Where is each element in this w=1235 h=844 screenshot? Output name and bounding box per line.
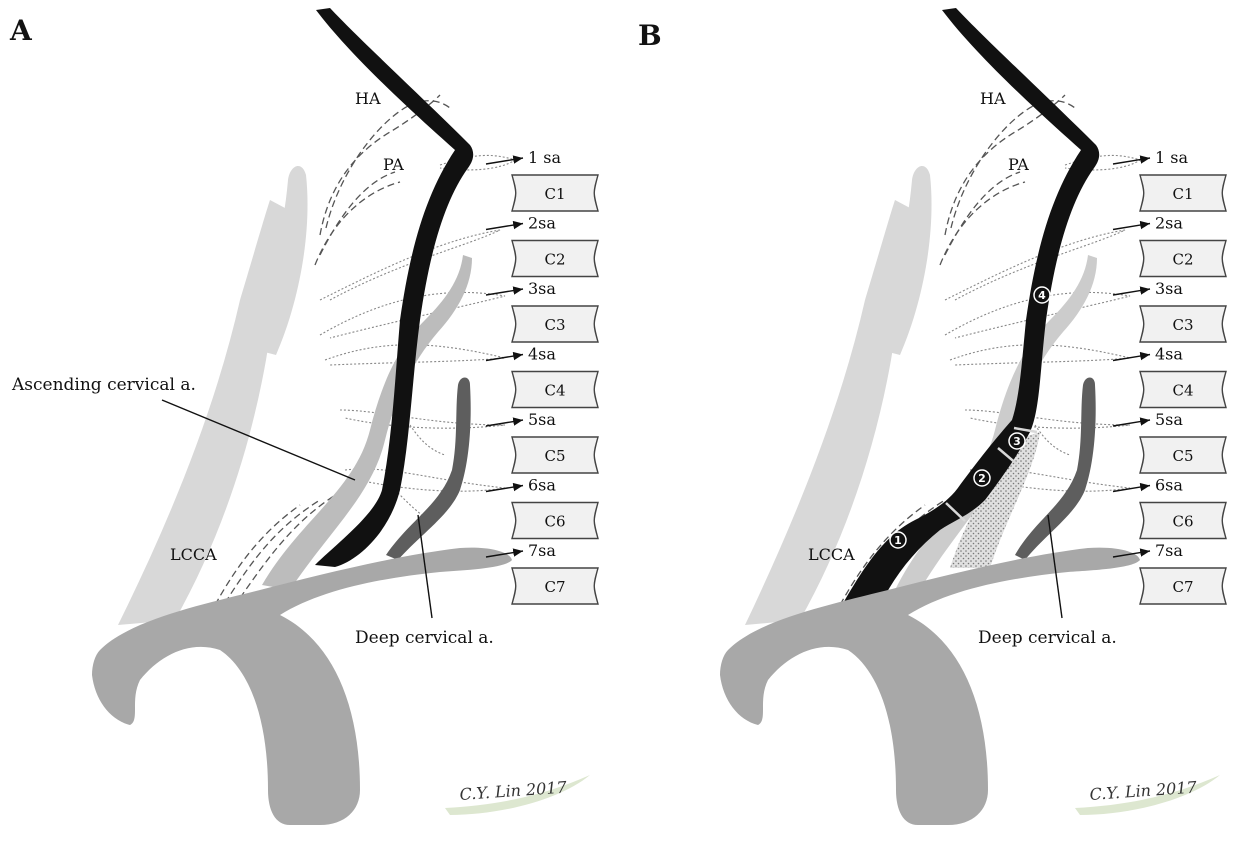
vertebra-label: C4 xyxy=(544,382,565,400)
segmental-arrow xyxy=(1113,355,1150,361)
lcca-label: LCCA xyxy=(808,545,855,564)
vertebra-label: C6 xyxy=(544,513,565,531)
vertebra-label: C4 xyxy=(1172,382,1193,400)
segment-1-label: 1 xyxy=(894,534,902,547)
segmental-arrow xyxy=(486,224,523,230)
segmental-arrow xyxy=(1113,420,1150,426)
vertebra-label: C1 xyxy=(1172,185,1193,203)
segmental-artery-label: 5sa xyxy=(1155,410,1183,429)
vertebra-label: C5 xyxy=(544,447,565,465)
segmental-artery-label: 3sa xyxy=(528,279,556,298)
segmental-artery-label: 6sa xyxy=(528,476,556,495)
pa-label: PA xyxy=(383,155,404,174)
ascending-cervical-label: Ascending cervical a. xyxy=(11,375,196,395)
vertebra-label: C3 xyxy=(544,316,565,334)
vertebra-label: C7 xyxy=(544,578,565,596)
vertebra-label: C5 xyxy=(1172,447,1193,465)
vertebra-label: C7 xyxy=(1172,578,1193,596)
segmental-artery-label: 7sa xyxy=(1155,541,1183,560)
segment-2-label: 2 xyxy=(978,472,986,485)
segmental-artery-label: 1 sa xyxy=(528,148,561,167)
segmental-arrow xyxy=(486,486,523,492)
vertebra-label: C1 xyxy=(544,185,565,203)
deep-cervical-label: Deep cervical a. xyxy=(978,628,1117,648)
segmental-artery-label: 2sa xyxy=(528,214,556,233)
vertebra-label: C3 xyxy=(1172,316,1193,334)
segmental-arrow xyxy=(1113,224,1150,230)
panel-b: B xyxy=(638,8,1226,825)
segmental-artery-label: 5sa xyxy=(528,410,556,429)
vertebra-label: C2 xyxy=(1172,251,1193,269)
segmental-arrow xyxy=(486,289,523,295)
segmental-artery-label: 6sa xyxy=(1155,476,1183,495)
panel-letter: A xyxy=(9,14,33,47)
ha-label: HA xyxy=(980,89,1006,108)
signature: C.Y. Lin 2017 xyxy=(459,777,568,803)
panel-letter: B xyxy=(638,19,662,52)
segmental-artery-label: 7sa xyxy=(528,541,556,560)
deep-cervical-label: Deep cervical a. xyxy=(355,628,494,648)
vertebra-label: C6 xyxy=(1172,513,1193,531)
pa-label: PA xyxy=(1008,155,1029,174)
lcca-label: LCCA xyxy=(170,545,217,564)
segmental-arrow xyxy=(1113,158,1150,164)
vertebra-label: C2 xyxy=(544,251,565,269)
segmental-artery-label: 3sa xyxy=(1155,279,1183,298)
segmental-artery-label: 2sa xyxy=(1155,214,1183,233)
signature: C.Y. Lin 2017 xyxy=(1089,777,1198,803)
segmental-arrow xyxy=(1113,289,1150,295)
segmental-artery-label: 4sa xyxy=(1155,345,1183,364)
segment-3-label: 3 xyxy=(1013,435,1021,448)
segmental-artery-label: 1 sa xyxy=(1155,148,1188,167)
ha-label: HA xyxy=(355,89,381,108)
segmental-artery-label: 4sa xyxy=(528,345,556,364)
segmental-arrow xyxy=(486,158,523,164)
segment-4-label: 4 xyxy=(1038,289,1046,302)
panel-a: A xyxy=(9,8,598,825)
